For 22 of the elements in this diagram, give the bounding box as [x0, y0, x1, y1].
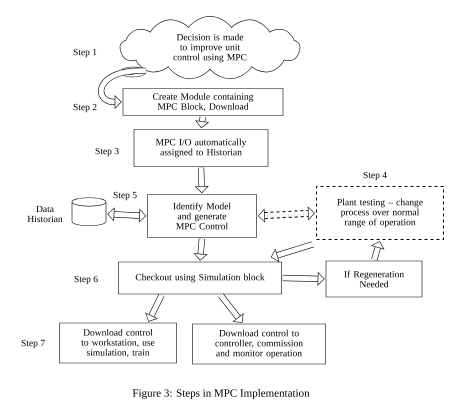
step-label: Step 5 — [114, 192, 137, 200]
block-arrow — [145, 294, 164, 322]
block-arrow — [258, 206, 315, 223]
process-box: Create Module containing MPC Block, Download — [122, 88, 284, 116]
thought-cloud: Decision is made to improve unit control using MPC — [120, 16, 300, 80]
process-box: Download control to controller, commission and monitor operation — [192, 324, 326, 364]
step-label: Step 6 — [74, 276, 98, 284]
process-box: Checkout using Simulation block — [118, 262, 282, 294]
step-label: Step 3 — [96, 148, 119, 156]
process-box: Download control to workstation, use simulation, train — [59, 322, 177, 364]
process-box: Identify Model and generate MPC Control — [147, 194, 257, 238]
side-label: Data Historian — [28, 206, 63, 222]
database-cylinder — [72, 197, 106, 226]
step-label: Step 2 — [74, 104, 96, 112]
dashed-process-box: Plant testing – change process over normal range of operation — [316, 186, 444, 240]
process-box: MPC I/O automatically assigned to Historian — [134, 129, 268, 167]
block-arrow — [270, 241, 314, 262]
caption: Figure 3: Steps in MPC Implementation — [132, 389, 310, 399]
step-label: Step 1 — [74, 48, 96, 58]
process-box: If Regeneration Needed — [326, 260, 422, 298]
block-arrow — [218, 293, 244, 323]
step-label: Step 7 — [22, 340, 45, 348]
